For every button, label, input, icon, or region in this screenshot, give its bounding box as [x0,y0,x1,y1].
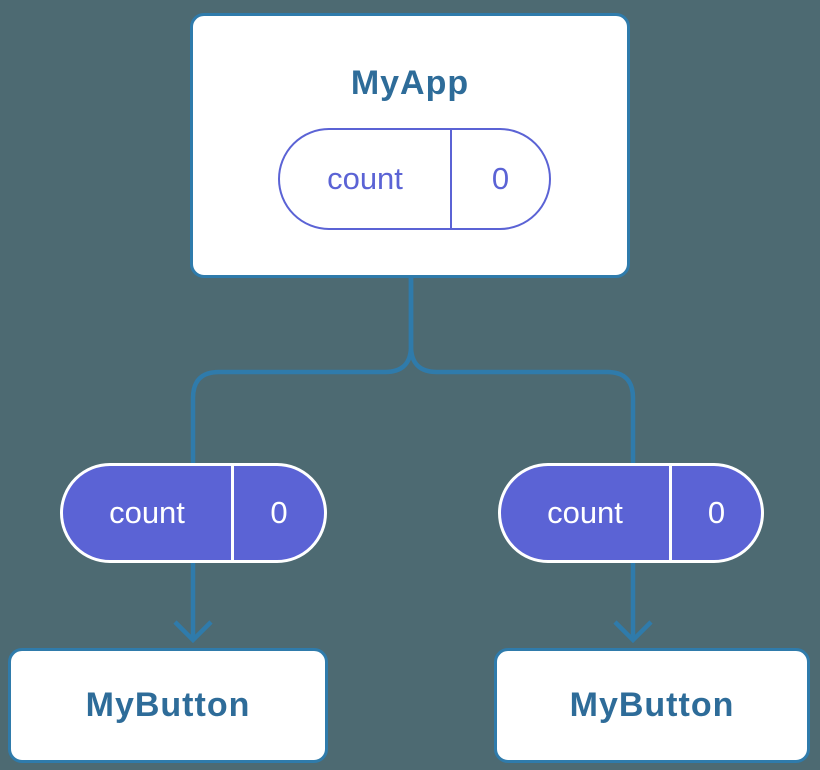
arrow-down-icon [173,620,213,644]
left-prop-pill: count 0 [60,463,327,563]
right-child-component-title: MyButton [569,686,735,724]
prop-pill-value: 0 [270,495,288,530]
root-component-card: MyApp count 0 [190,13,630,278]
prop-pill-label: count [501,466,672,560]
left-child-component-card: MyButton [8,648,328,763]
right-child-component-card: MyButton [494,648,810,763]
connector-left-branch [190,276,414,640]
right-prop-pill: count 0 [498,463,764,563]
arrow-down-icon [613,620,653,644]
state-pill-value: 0 [491,161,510,196]
state-pill-label: count [280,130,452,228]
left-child-component-title: MyButton [85,686,251,724]
root-state-pill: count 0 [278,128,551,230]
root-component-title: MyApp [350,64,470,102]
prop-pill-value: 0 [707,495,726,530]
connector-right-branch [408,276,636,640]
prop-pill-label: count [63,466,234,560]
